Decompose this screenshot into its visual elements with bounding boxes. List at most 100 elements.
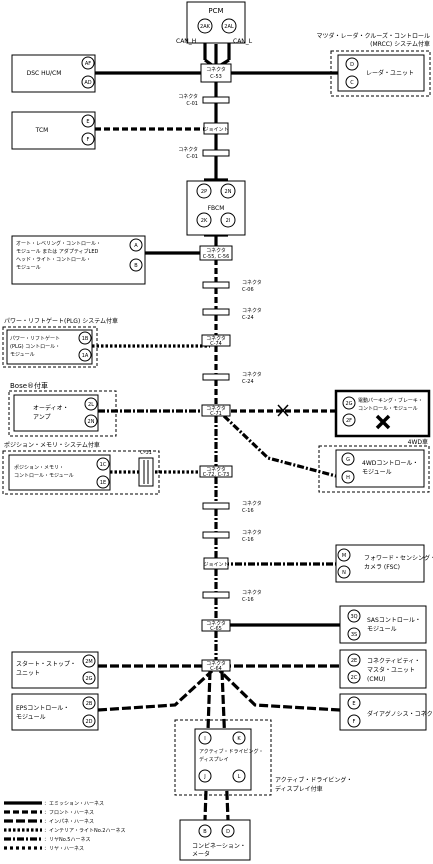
svg-text:I: I	[204, 736, 205, 742]
wire-diag2	[218, 669, 341, 712]
svg-text:PCM: PCM	[208, 7, 223, 15]
svg-text:C: C	[350, 80, 354, 86]
connector-c31: C-31	[138, 450, 154, 487]
svg-text:コネクタ: コネクタ	[206, 66, 226, 73]
svg-text:C-55, C-56: C-55, C-56	[203, 254, 230, 260]
wire-4wd	[222, 414, 337, 478]
svg-text:J: J	[203, 774, 205, 780]
svg-text:B: B	[134, 263, 138, 269]
svg-text:：フロント・ハーネス: ：フロント・ハーネス	[44, 810, 94, 816]
svg-text:2G: 2G	[345, 401, 352, 407]
connector-c6-label: C-24	[242, 315, 254, 321]
svg-text:コネクタ: コネクタ	[206, 335, 226, 342]
svg-text:1C: 1C	[100, 462, 107, 468]
svg-text:ユニット: ユニット	[16, 670, 40, 677]
x-mark-icon	[375, 414, 391, 430]
svg-text:2G: 2G	[85, 676, 92, 682]
module-sas: SASコントロール・ モジュール 3Q 3S	[339, 605, 427, 644]
svg-text:：リヤNo.5ハーネス: ：リヤNo.5ハーネス	[44, 837, 90, 843]
module-start-stop: スタート・ストップ・ ユニット 2M 2G	[11, 651, 99, 689]
svg-text:：エミッション・ハーネス: ：エミッション・ハーネス	[44, 801, 104, 807]
bose-option-frame	[8, 390, 117, 437]
connector-c1: コネクタ C-53	[200, 63, 232, 83]
svg-text:マスタ・ユニット: マスタ・ユニット	[367, 666, 415, 674]
svg-text:コントロール・モジュール: コントロール・モジュール	[358, 406, 418, 412]
svg-text:アクティブ・ドライビング・: アクティブ・ドライビング・	[199, 748, 263, 755]
svg-text:2C: 2C	[351, 675, 358, 681]
svg-text:：インテリア・ライトNo.2ハーネス: ：インテリア・ライトNo.2ハーネス	[44, 828, 125, 834]
svg-text:2B: 2B	[86, 701, 93, 707]
module-cmu: コネクティビティ・ マスタ・ユニット (CMU) 2E 2C	[339, 649, 427, 689]
svg-text:2L: 2L	[88, 402, 94, 408]
module-memory: ポジション・メモリ・ コントロール・モジュール 1C 1E	[8, 454, 111, 491]
memory-option-frame	[2, 450, 160, 495]
svg-text:モジュール: モジュール	[10, 352, 35, 358]
svg-text:EPSコントロール・: EPSコントロール・	[16, 705, 69, 712]
radar-option-label-2: (MRCC) システム付車	[370, 40, 430, 48]
svg-text:TCM: TCM	[35, 127, 49, 134]
svg-text:アンプ: アンプ	[33, 414, 51, 421]
svg-text:モジュール: モジュール	[362, 469, 392, 476]
svg-text:メータ: メータ	[192, 850, 210, 858]
svg-text:電動パーキング・ブレーキ・: 電動パーキング・ブレーキ・	[358, 397, 423, 404]
module-fbcm: 2P 2N FBCM 2K 2I	[186, 180, 246, 236]
svg-text:C-74: C-74	[210, 341, 222, 347]
connector-c12-block	[202, 531, 230, 539]
svg-text:ジョイント: ジョイント	[203, 127, 228, 133]
svg-text:レーダ・ユニット: レーダ・ユニット	[366, 69, 414, 77]
plg-option-frame	[2, 326, 98, 368]
svg-text:C-53: C-53	[210, 74, 222, 80]
svg-text:スタート・ストップ・: スタート・ストップ・	[16, 660, 76, 668]
joint-2: ジョイント	[203, 557, 229, 570]
connector-c5-prefix: コネクタ	[242, 279, 262, 286]
module-epb: 電動パーキング・ブレーキ・ コントロール・モジュール 2G 2F	[334, 389, 431, 438]
module-diag2: ダイアグノシス・コネクタ2 E F	[339, 693, 433, 731]
connector-c3-prefix: コネクタ	[178, 146, 198, 153]
svg-text:コネクタ: コネクタ	[206, 466, 226, 473]
module-audio: オーディオ・ アンプ 2L 2N	[13, 394, 99, 432]
svg-text:F: F	[353, 719, 356, 725]
svg-text:3S: 3S	[351, 632, 357, 638]
adisp-option-label-1: アクティブ・ドライビング・	[275, 776, 352, 784]
svg-text:モジュール: モジュール	[16, 714, 46, 721]
svg-text:F: F	[87, 137, 90, 143]
module-tcm: TCM E F	[11, 111, 96, 150]
module-eps: EPSコントロール・ モジュール 2B 2D	[11, 693, 99, 731]
svg-text:2M: 2M	[85, 659, 93, 665]
svg-text:B: B	[203, 829, 207, 835]
adisp-option-frame	[174, 719, 272, 796]
connector-c6-block	[202, 308, 230, 316]
connector-c10: コネクタ C-72, C-73	[199, 465, 233, 478]
svg-text:2N: 2N	[225, 189, 232, 195]
svg-text:2E: 2E	[351, 658, 357, 664]
connector-c15: コネクタ C-64	[201, 659, 231, 672]
svg-text:ポジション・メモリ・: ポジション・メモリ・	[14, 464, 64, 471]
connector-c11-label: C-16	[242, 508, 254, 514]
svg-text:パワー・リフトゲート: パワー・リフトゲート	[10, 335, 60, 342]
connector-c13-label: C-16	[242, 597, 254, 603]
joint-1: ジョイント	[203, 122, 229, 135]
connector-c11-block	[202, 502, 230, 510]
broken-connection-mark	[277, 404, 289, 417]
svg-text:ディスプレイ: ディスプレイ	[199, 756, 229, 763]
connector-c2-label: C-01	[186, 101, 198, 107]
svg-text:K: K	[237, 736, 241, 742]
svg-text:A: A	[134, 243, 138, 249]
svg-text:SASコントロール・: SASコントロール・	[367, 617, 421, 624]
svg-text:3Q: 3Q	[350, 614, 357, 620]
can-l-label: CAN_L	[233, 38, 253, 45]
svg-text:E: E	[86, 119, 89, 125]
svg-text:L: L	[238, 774, 241, 780]
connector-c2-prefix: コネクタ	[178, 93, 198, 100]
svg-text:モジュール: モジュール	[16, 265, 41, 271]
svg-text:フォワード・センシング・: フォワード・センシング・	[364, 554, 433, 562]
svg-text:2I: 2I	[226, 218, 231, 224]
svg-text:D: D	[226, 829, 230, 835]
svg-text:ヘッド・ライト・コントロール・: ヘッド・ライト・コントロール・	[16, 257, 91, 263]
wire-eps	[97, 669, 214, 712]
svg-text:2K: 2K	[201, 218, 208, 224]
svg-text:4WDコントロール・: 4WDコントロール・	[362, 460, 418, 467]
connector-c3-label: C-01	[186, 154, 198, 160]
connector-c14: コネクタ C-65	[201, 619, 231, 632]
module-active-display: I K アクティブ・ドライビング・ ディスプレイ J L	[194, 728, 263, 791]
